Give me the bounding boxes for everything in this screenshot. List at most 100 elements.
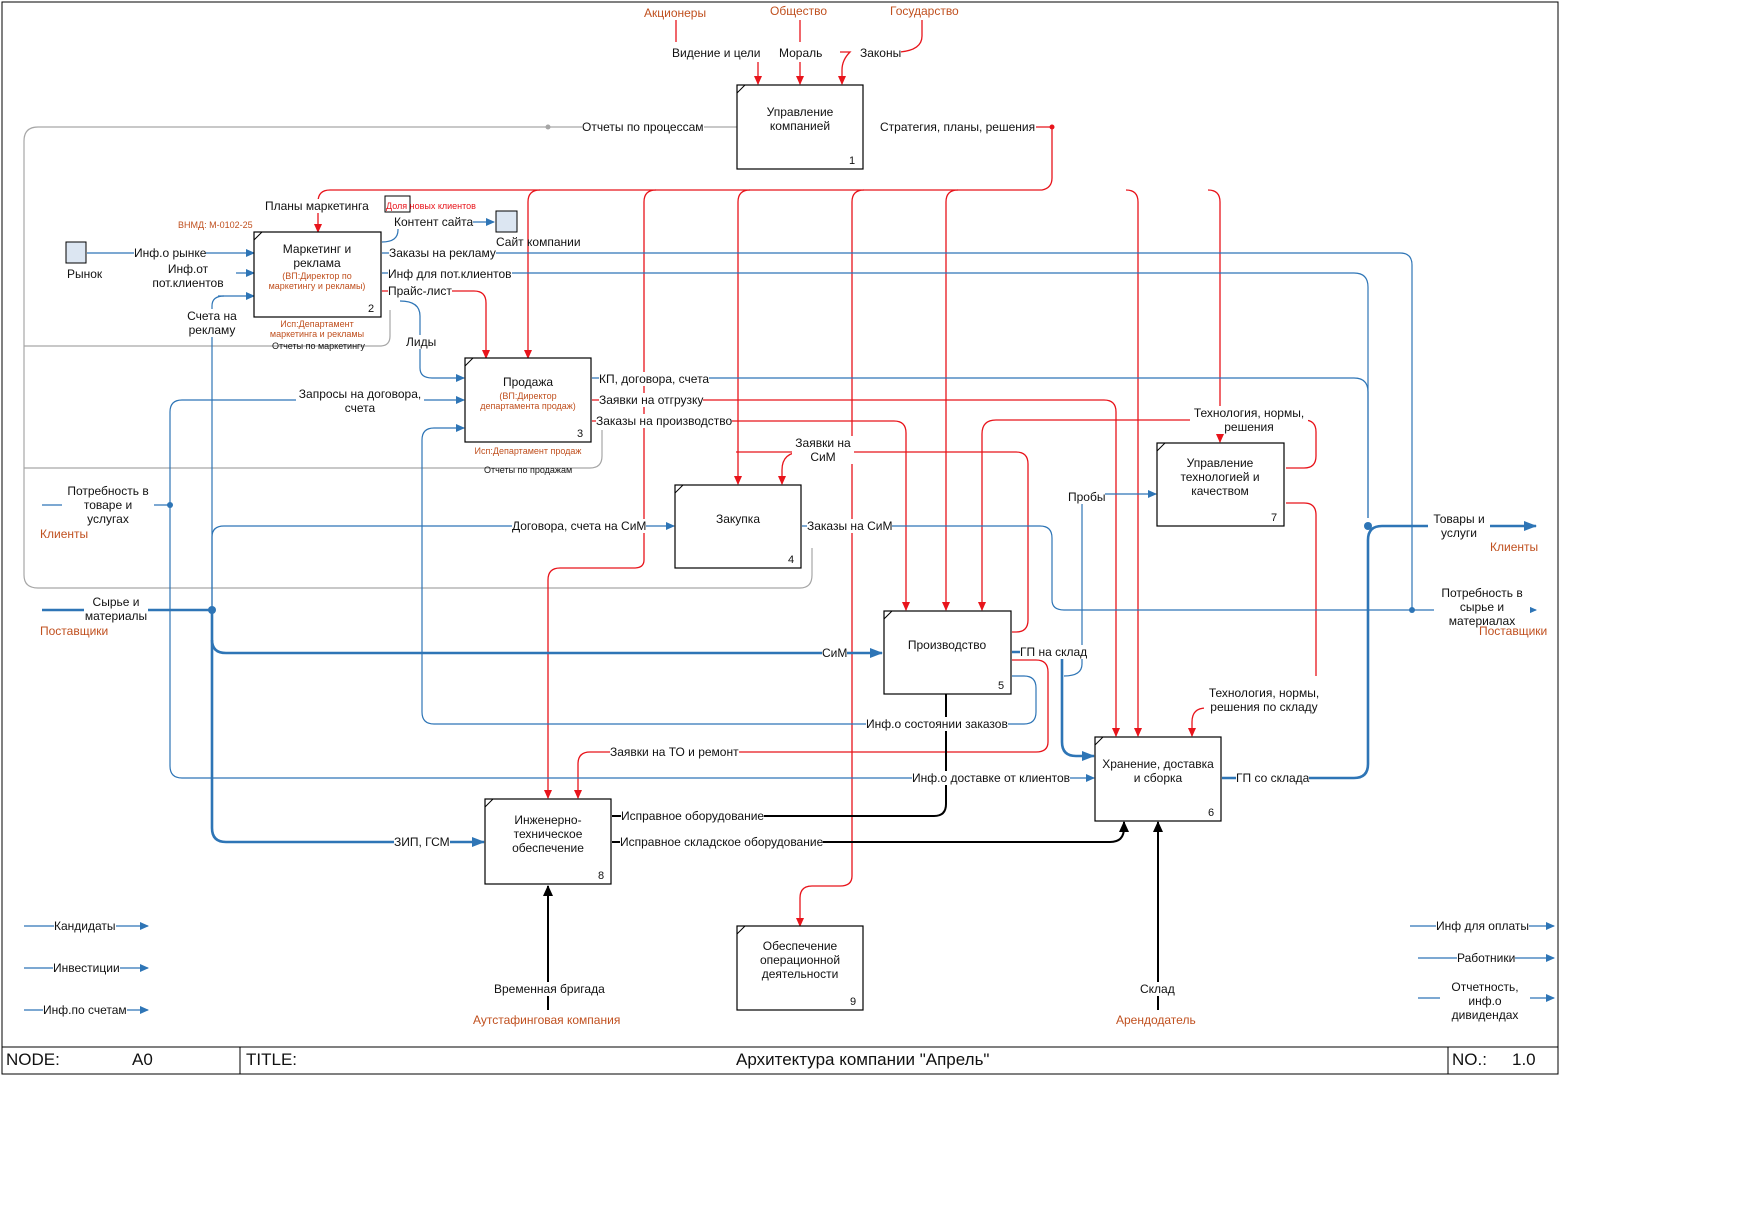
label-raw-materials: Сырье и материалы bbox=[84, 595, 148, 623]
label-material-needs: Потребность в сырье и материалах bbox=[1434, 586, 1530, 628]
label-contracts-sim: Договора, счета на СиМ bbox=[512, 519, 647, 533]
label-zip: ЗИП, ГСМ bbox=[394, 835, 450, 849]
label-working-equipment: Исправное оборудование bbox=[621, 809, 765, 823]
box-6-title: Хранение, доставка и сборка bbox=[1102, 757, 1214, 785]
box-4-title: Закупка bbox=[716, 512, 760, 526]
box-6[interactable]: 6 bbox=[1094, 736, 1222, 822]
label-clients-out: Клиенты bbox=[1490, 540, 1539, 554]
site-square bbox=[495, 210, 518, 233]
label-price-list: Прайс-лист bbox=[388, 284, 452, 298]
source-society: Общество bbox=[770, 4, 828, 18]
label-offers: КП, договора, счета bbox=[599, 372, 710, 386]
box-4[interactable]: 4 bbox=[674, 484, 802, 569]
label-process-reports: Отчеты по процессам bbox=[582, 120, 704, 134]
diagram-title: Архитектура компании "Апрель" bbox=[736, 1050, 990, 1069]
label-delivery-info: Инф.о доставке от клиентов bbox=[912, 771, 1070, 785]
box-7-title: Управление технологией и качеством bbox=[1180, 456, 1260, 498]
box-2-code: ВНМД: М-0102-25 bbox=[178, 220, 253, 230]
diagram-svg: 1 2 3 4 5 6 7 8 9 bbox=[1, 1, 1559, 1075]
box-2[interactable]: 2 bbox=[253, 231, 382, 318]
label-sales-reports: Отчеты по продажам bbox=[484, 465, 573, 475]
title-bar bbox=[1, 1046, 1559, 1075]
label-goods: Товары и услуги bbox=[1428, 512, 1490, 540]
box-1-number: 1 bbox=[849, 155, 855, 167]
label-market-info: Инф.о рынке bbox=[134, 246, 207, 260]
label-info-for-potential: Инф для пот.клиентов bbox=[388, 267, 512, 281]
box-8-number: 8 bbox=[598, 870, 604, 882]
label-shipping-requests: Заявки на отгрузку bbox=[599, 393, 704, 407]
feedback-lines bbox=[23, 123, 813, 589]
label-orders-sim: Заказы на СиМ bbox=[807, 519, 893, 533]
box-2-title: Маркетинг и реклама bbox=[282, 242, 352, 270]
box-3[interactable]: 3 bbox=[464, 357, 592, 443]
label-potential-info: Инф.от пот.клиентов bbox=[140, 262, 236, 290]
label-material-requests: Заявки на СиМ bbox=[792, 436, 854, 464]
box-5-title: Производство bbox=[907, 638, 987, 652]
box-3-executor: Исп:Департамент продаж bbox=[474, 446, 582, 456]
label-investments: Инвестиции bbox=[53, 961, 120, 975]
box-6-number: 6 bbox=[1208, 807, 1214, 819]
label-maintenance-requests: Заявки на ТО и ремонт bbox=[610, 745, 739, 759]
label-vision: Видение и цели bbox=[672, 46, 761, 60]
label-site: Сайт компании bbox=[496, 235, 581, 249]
box-1[interactable]: 1 bbox=[736, 84, 864, 170]
box-8[interactable]: 8 bbox=[484, 798, 612, 885]
node-label: NODE: bbox=[6, 1050, 60, 1069]
box-5-number: 5 bbox=[998, 680, 1004, 692]
box-7-number: 7 bbox=[1271, 512, 1277, 524]
label-landlord: Арендодатель bbox=[1116, 1013, 1196, 1027]
label-candidates: Кандидаты bbox=[54, 919, 116, 933]
no-label: NO.: bbox=[1452, 1050, 1487, 1069]
label-account-info: Инф.по счетам bbox=[43, 1003, 127, 1017]
label-warehouse: Склад bbox=[1140, 982, 1175, 996]
node-value: A0 bbox=[132, 1050, 153, 1069]
label-laws: Законы bbox=[860, 46, 902, 60]
label-reporting: Отчетность, инф.о дивидендах bbox=[1440, 980, 1530, 1022]
title-label: TITLE: bbox=[246, 1050, 298, 1069]
idef0-diagram: 1 2 3 4 5 6 7 8 9 bbox=[1, 1, 1559, 1075]
label-suppliers-out: Поставщики bbox=[1479, 624, 1548, 638]
control-lines bbox=[314, 20, 1317, 927]
label-gp-to-store: ГП на склад bbox=[1020, 645, 1088, 659]
label-tech-norms: Технология, нормы, решения bbox=[1190, 406, 1308, 434]
box-4-number: 4 bbox=[788, 554, 794, 566]
label-clients: Клиенты bbox=[40, 527, 89, 541]
box-9[interactable]: 9 bbox=[736, 925, 864, 1011]
label-sim: СиМ bbox=[822, 646, 848, 660]
label-ad-invoices: Счета на рекламу bbox=[180, 309, 244, 337]
label-production-orders: Заказы на производство bbox=[596, 414, 733, 428]
label-contract-requests: Запросы на договора, счета bbox=[296, 387, 424, 415]
label-ad-orders: Заказы на рекламу bbox=[389, 246, 496, 260]
source-state: Государство bbox=[890, 4, 959, 18]
no-value: 1.0 bbox=[1512, 1050, 1536, 1069]
box-3-owner: (ВП:Директор департамента продаж) bbox=[480, 391, 576, 411]
box-2-owner: (ВП:Директор по маркетингу и рекламы) bbox=[268, 271, 366, 291]
box-8-title: Инженерно-техническое обеспечение bbox=[512, 813, 584, 855]
label-leads: Лиды bbox=[406, 335, 437, 349]
box-1-title: Управление компанией bbox=[766, 105, 834, 133]
box-3-title: Продажа bbox=[502, 375, 554, 389]
label-payment-info: Инф для оплаты bbox=[1436, 919, 1529, 933]
box-2-executor: Исп:Департамент маркетинга и рекламы bbox=[269, 319, 365, 339]
label-warehouse-tech: Технология, нормы, решения по складу bbox=[1204, 686, 1324, 714]
label-moral: Мораль bbox=[779, 46, 823, 60]
new-clients-tag-box bbox=[384, 195, 411, 213]
label-marketing-plans: Планы маркетинга bbox=[265, 199, 369, 213]
label-new-clients-share: Доля новых клиентов bbox=[386, 201, 476, 211]
box-2-number: 2 bbox=[368, 303, 374, 315]
label-market: Рынок bbox=[67, 267, 103, 281]
box-7[interactable]: 7 bbox=[1156, 442, 1285, 527]
box-9-number: 9 bbox=[850, 996, 856, 1008]
label-samples: Пробы bbox=[1068, 490, 1106, 504]
label-suppliers: Поставщики bbox=[40, 624, 109, 638]
label-outstaff: Аутстафинговая компания bbox=[473, 1013, 621, 1027]
label-temp-team: Временная бригада bbox=[494, 982, 605, 996]
label-needs: Потребность в товаре и услугах bbox=[62, 484, 154, 526]
label-marketing-reports: Отчеты по маркетингу bbox=[272, 341, 365, 351]
box-3-number: 3 bbox=[577, 428, 583, 440]
label-site-content: Контент сайта bbox=[394, 215, 474, 229]
box-5[interactable]: 5 bbox=[883, 610, 1012, 695]
label-order-state-info: Инф.о состоянии заказов bbox=[866, 717, 1008, 731]
label-employees: Работники bbox=[1457, 951, 1516, 965]
box-9-title: Обеспечение операционной деятельности bbox=[759, 939, 841, 981]
